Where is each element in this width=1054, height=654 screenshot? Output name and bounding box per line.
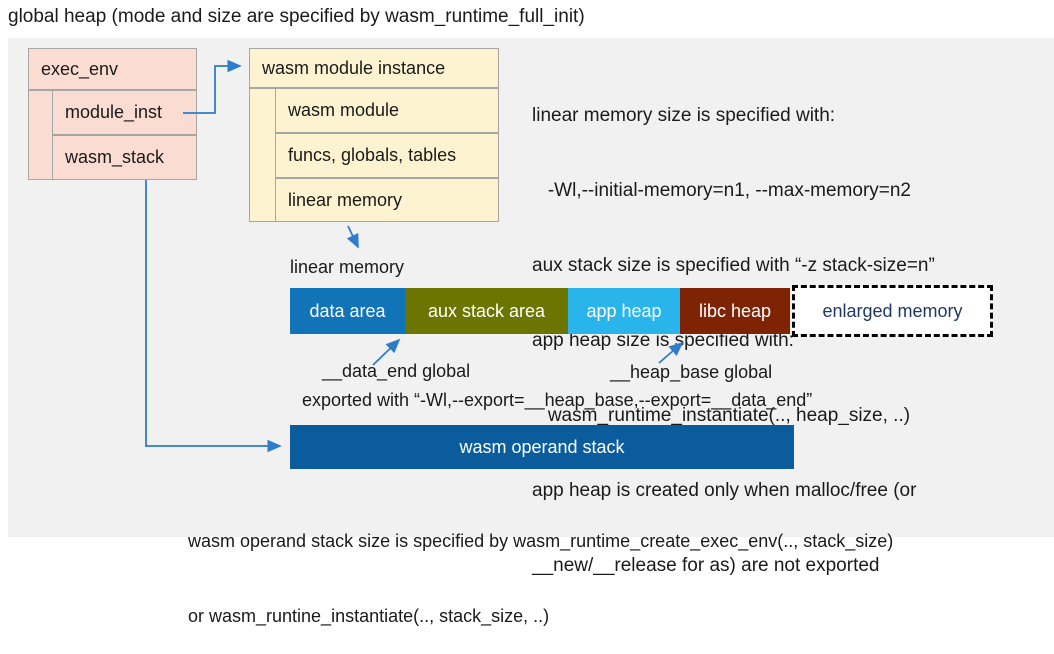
module-instance-header: wasm module instance [249, 48, 499, 88]
linear-memory-bar: data area aux stack area app heap libc h… [290, 288, 790, 334]
segment-aux-stack-area: aux stack area [405, 288, 568, 334]
segment-label: app heap [586, 300, 662, 321]
wasm-operand-stack-bar: wasm operand stack [290, 425, 794, 469]
data-end-global-label: __data_end global [322, 361, 471, 381]
segment-label: data area [309, 300, 386, 321]
segment-enlarged-memory: enlarged memory [792, 285, 993, 337]
operand-stack-label: wasm operand stack [459, 436, 625, 457]
segment-label: libc heap [698, 300, 772, 321]
module-instance-field-funcs-globals-tables: funcs, globals, tables [275, 133, 499, 178]
note-line: or wasm_runtine_instantiate(.., stack_si… [188, 606, 550, 626]
module-instance-title: wasm module instance [262, 57, 446, 78]
note-line: aux stack size is specified with “-z sta… [532, 255, 935, 276]
exec-env-title: exec_env [41, 58, 119, 79]
exec-env-field-module-inst: module_inst [52, 90, 197, 135]
segment-label: enlarged memory [822, 300, 963, 321]
field-label: wasm module [288, 100, 400, 120]
module-instance-field-linear-memory: linear memory [275, 178, 499, 222]
exec-env-field-wasm-stack: wasm_stack [52, 135, 197, 180]
diagram-title: global heap (mode and size are specified… [8, 6, 585, 27]
field-label: linear memory [288, 189, 403, 210]
exec-env-header: exec_env [28, 48, 197, 90]
note-line: wasm_runtime_instantiate(.., heap_size, … [532, 405, 911, 426]
field-label: funcs, globals, tables [288, 145, 457, 165]
note-line: linear memory size is specified with: [532, 105, 836, 126]
segment-app-heap: app heap [568, 288, 680, 334]
field-label: module_inst [65, 102, 163, 122]
segment-libc-heap: libc heap [680, 288, 790, 334]
note-line: -Wl,--initial-memory=n1, --max-memory=n2 [532, 180, 911, 201]
export-note: exported with “-Wl,--export=__heap_base,… [302, 390, 813, 410]
operand-stack-notes: wasm operand stack size is specified by … [188, 479, 893, 654]
segment-label: aux stack area [427, 300, 546, 321]
module-instance-field-wasm-module: wasm module [275, 88, 499, 133]
note-line: app heap is created only when malloc/fre… [532, 480, 917, 501]
note-line: wasm operand stack size is specified by … [188, 531, 894, 551]
heap-base-global-label: __heap_base global [610, 362, 773, 382]
segment-data-area: data area [290, 288, 405, 334]
linear-memory-label: linear memory [290, 257, 405, 277]
field-label: wasm_stack [65, 147, 165, 167]
